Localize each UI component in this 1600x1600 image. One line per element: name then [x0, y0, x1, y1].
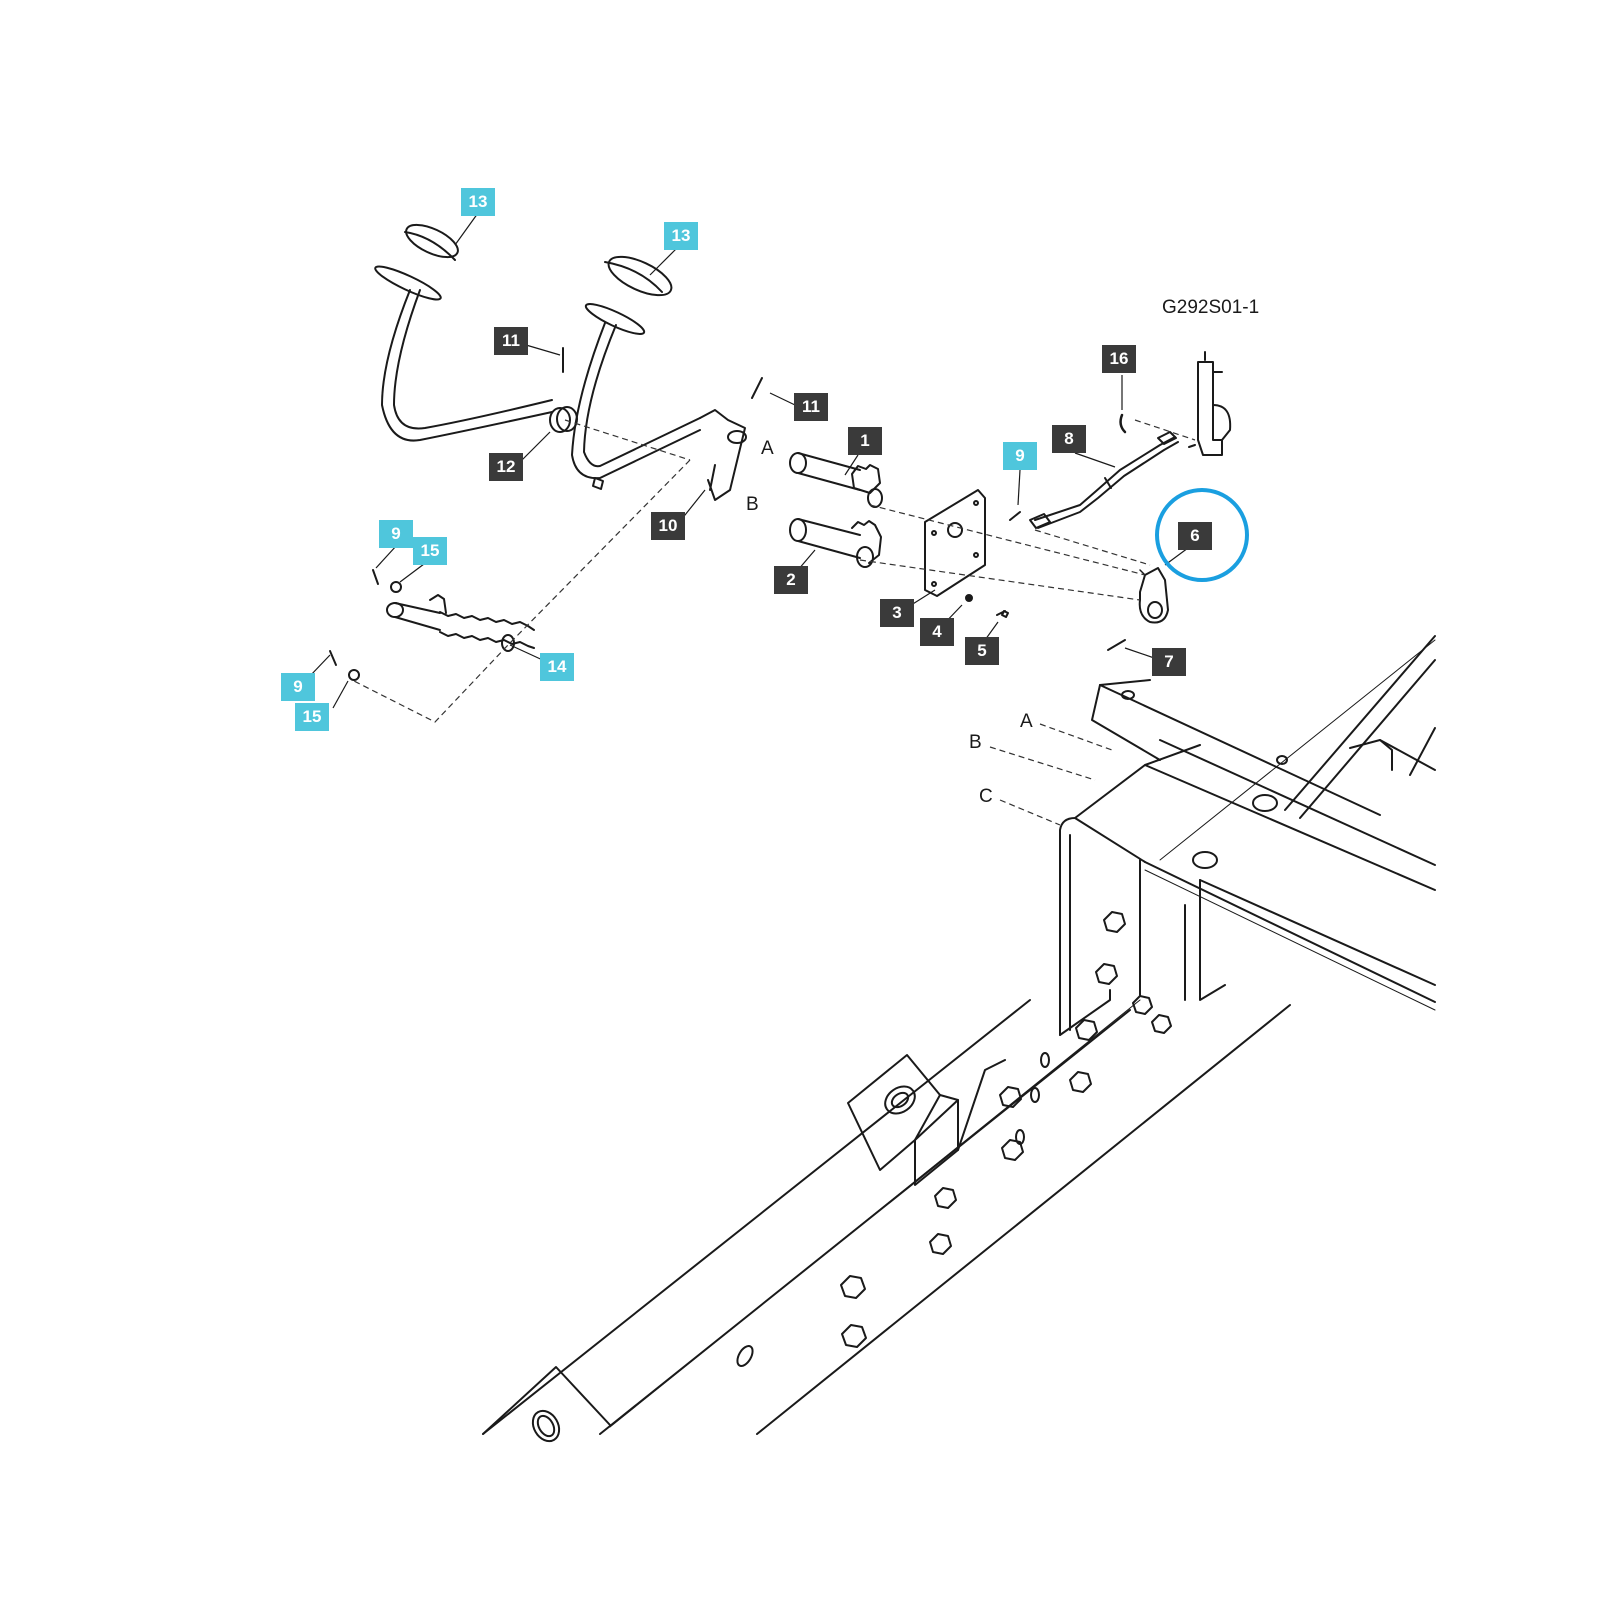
pin-7 [1107, 639, 1126, 651]
washer-15-lower [348, 669, 360, 681]
shaft-1 [789, 452, 883, 508]
callout-10[interactable]: 10 [651, 512, 685, 540]
callout-3[interactable]: 3 [880, 599, 914, 627]
chassis-frame [482, 635, 1436, 1443]
callout-9-lower[interactable]: 9 [281, 673, 315, 701]
pin-9-right [1009, 511, 1021, 521]
letter-a-pedal: A [761, 438, 774, 459]
letter-b-pedal: B [746, 494, 759, 515]
highlight-circle [1155, 488, 1249, 582]
callout-11-right[interactable]: 11 [794, 393, 828, 421]
frame-nuts [840, 911, 1172, 1348]
washer-4 [965, 594, 973, 602]
callout-9-upper[interactable]: 9 [379, 520, 413, 548]
callout-6[interactable]: 6 [1178, 522, 1212, 550]
callout-9-right[interactable]: 9 [1003, 442, 1037, 470]
callout-14[interactable]: 14 [540, 653, 574, 681]
shaft-2 [789, 518, 882, 568]
washer-15-upper [390, 581, 402, 593]
diagram-reference-code: G292S01-1 [1162, 297, 1260, 318]
plate-3 [924, 489, 986, 597]
bolt-5 [996, 610, 1009, 618]
callout-13-right[interactable]: 13 [664, 222, 698, 250]
callout-12[interactable]: 12 [489, 453, 523, 481]
pin-9-upper [372, 569, 379, 585]
spring-14 [386, 594, 535, 652]
pin-9-lower [329, 650, 337, 666]
pin-11-b [751, 377, 763, 399]
letter-b-frame: B [969, 732, 982, 753]
bracket-g292 [1119, 351, 1232, 456]
callout-4[interactable]: 4 [920, 618, 954, 646]
arm-6 [1138, 567, 1169, 624]
letter-c-frame: C [979, 786, 993, 807]
letter-a-frame: A [1020, 711, 1033, 732]
callout-15-lower[interactable]: 15 [295, 703, 329, 731]
rod-8 [1029, 431, 1179, 529]
callout-8[interactable]: 8 [1052, 425, 1086, 453]
callout-15-upper[interactable]: 15 [413, 537, 447, 565]
pedal-lever [699, 409, 747, 501]
callout-1[interactable]: 1 [848, 427, 882, 455]
callout-11-left[interactable]: 11 [494, 327, 528, 355]
callout-7[interactable]: 7 [1152, 648, 1186, 676]
pedal-assembly-left [374, 223, 553, 442]
callout-5[interactable]: 5 [965, 637, 999, 665]
pedal-assembly-right [549, 255, 701, 490]
callout-13-left[interactable]: 13 [461, 188, 495, 216]
callout-2[interactable]: 2 [774, 566, 808, 594]
callout-16[interactable]: 16 [1102, 345, 1136, 373]
